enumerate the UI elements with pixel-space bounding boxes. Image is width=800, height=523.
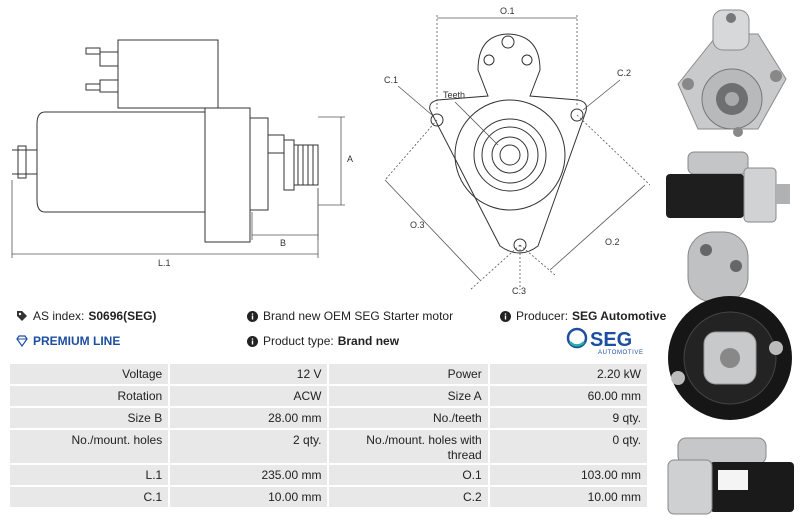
diamond-icon: [16, 335, 28, 347]
spec-value: ACW: [170, 386, 328, 406]
logo-sub-text: AUTOMOTIVE: [598, 350, 644, 356]
producer-row: Producer: SEG Automotive: [500, 309, 666, 323]
spec-label: C.1: [10, 487, 169, 507]
mounting-flange: [429, 33, 587, 254]
nose-ring: [267, 134, 285, 154]
dim-o1-label: O.1: [500, 6, 515, 16]
spec-value: 0 qty.: [489, 430, 647, 463]
pinion-shaft: [283, 139, 295, 191]
dim-b-label: B: [280, 238, 286, 248]
spec-label: No./teeth: [329, 408, 488, 428]
product-photo-side: [658, 146, 800, 224]
spec-value: 2.20 kW: [489, 364, 647, 384]
spec-label: Rotation: [10, 386, 169, 406]
as-index-value: S0696(SEG): [88, 309, 157, 323]
technical-drawing: A B L.1 O.1 O.2 O.3 C.1 C.2 C.3 Teeth: [11, 6, 650, 296]
spec-label: No./mount. holes with thread: [329, 430, 488, 463]
producer-label: Producer:: [516, 309, 569, 323]
solenoid-terminal: [99, 51, 119, 67]
nose-housing: [250, 117, 269, 211]
terminal-bolt: [85, 47, 101, 55]
product-photo-front: [658, 4, 800, 146]
dim-o3-label: O.3: [410, 220, 425, 230]
spec-label: Size B: [10, 408, 169, 428]
premium-line-row: PREMIUM LINE: [16, 334, 120, 348]
producer-value: SEG Automotive: [572, 309, 667, 323]
spec-value: 10.00 mm: [170, 487, 328, 507]
motor-body: [36, 111, 206, 213]
product-photo-rear: [658, 228, 800, 428]
hole-c2-label: C.2: [617, 68, 631, 78]
product-photo-label-side: [658, 430, 800, 520]
brand-text: Brand new OEM SEG Starter motor: [263, 309, 454, 323]
front-housing: [454, 99, 566, 211]
spec-label: Voltage: [10, 364, 169, 384]
terminal-bolt-lower: [85, 83, 101, 91]
brand-row: Brand new OEM SEG Starter motor: [247, 309, 453, 323]
premium-line-label: PREMIUM LINE: [33, 334, 121, 348]
info-icon: [247, 335, 258, 347]
top-boss-hole: [501, 35, 515, 49]
dim-a-label: A: [347, 154, 353, 164]
hole-c1: [430, 113, 444, 127]
info-icon: [247, 310, 258, 322]
solenoid-terminal-lower: [99, 79, 119, 93]
info-icon: [500, 310, 511, 322]
hole-c1-label: C.1: [384, 75, 398, 85]
spec-value: 2 qty.: [170, 430, 328, 463]
as-index-row: AS index: S0696(SEG): [16, 309, 156, 323]
spec-label: Power: [329, 364, 488, 384]
dim-l1-label: L.1: [158, 258, 171, 268]
product-type-row: Product type: Brand new: [247, 334, 399, 348]
hole-c2: [570, 108, 584, 122]
hole-c3-label: C.3: [512, 286, 526, 296]
spec-label: O.1: [329, 465, 488, 485]
spec-value: 12 V: [170, 364, 328, 384]
teeth-label: Teeth: [443, 90, 465, 100]
solenoid-body: [117, 39, 219, 109]
pinion-teeth: [491, 136, 529, 174]
spec-value: 60.00 mm: [489, 386, 647, 406]
spec-label: No./mount. holes: [10, 430, 169, 463]
spec-value: 235.00 mm: [170, 465, 328, 485]
spec-value: 103.00 mm: [489, 465, 647, 485]
spec-value: 10.00 mm: [489, 487, 647, 507]
seg-automotive-logo: SEG AUTOMOTIVE: [566, 327, 644, 356]
as-index-label: AS index:: [33, 309, 85, 323]
product-type-label: Product type:: [263, 334, 334, 348]
spec-label: Size A: [329, 386, 488, 406]
pinion: [294, 144, 319, 186]
spec-value: 28.00 mm: [170, 408, 328, 428]
dim-o2-label: O.2: [605, 237, 620, 247]
spec-label: C.2: [329, 487, 488, 507]
spec-label: L.1: [10, 465, 169, 485]
drive-housing: [204, 107, 251, 243]
product-type-value: Brand new: [337, 334, 400, 348]
tag-icon: [17, 311, 27, 321]
rear-bolt: [17, 145, 27, 179]
logo-brand-text: SEG: [590, 329, 632, 351]
spec-value: 9 qty.: [489, 408, 647, 428]
